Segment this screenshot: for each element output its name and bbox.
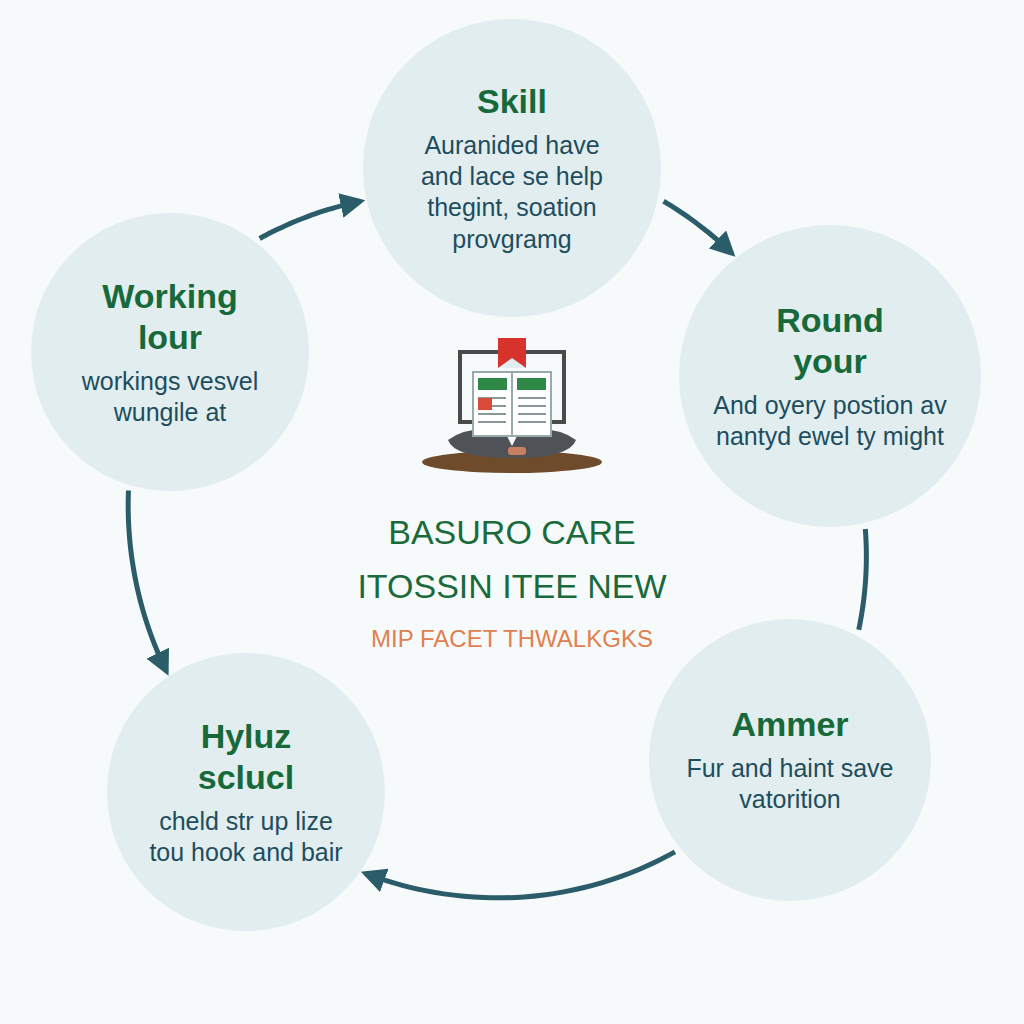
circle-heading: Hyluz sclucl [161, 716, 331, 798]
circle-body: Auranided have and lace se help thegint,… [404, 130, 619, 255]
circle-body: cheld str up lize tou hook and bair [141, 806, 351, 869]
bookmark-notch [498, 358, 526, 368]
newspaper-fold [511, 372, 513, 436]
newspaper [473, 372, 551, 436]
circle-body: Fur and haint save vatorition [670, 753, 910, 816]
circle-heading: Round your [755, 300, 905, 382]
circle-heading: Working lour [85, 276, 255, 358]
cycle-circle: Working lour workings vesvel wungile at [31, 213, 308, 490]
cycle-arrow [260, 201, 361, 238]
cycle-circle: SkillAuranided have and lace se help the… [363, 19, 661, 317]
circle-content: Working lour workings vesvel wungile at [65, 276, 275, 428]
center-caption: MIP FACET THWALKGKS [312, 625, 712, 654]
cycle-arrow [366, 852, 675, 898]
bookmark [498, 338, 526, 368]
newspaper-photo [478, 398, 492, 410]
newspaper-lines [478, 398, 546, 422]
circle-content: AmmerFur and haint save vatorition [670, 704, 910, 815]
cycle-circle: Round yourAnd oyery postion av nantyd ew… [679, 225, 981, 527]
cycle-arrow [128, 491, 166, 672]
circle-content: Round yourAnd oyery postion av nantyd ew… [710, 300, 950, 452]
newspaper-header [478, 378, 507, 390]
center-title: BASURO CARE ITOSSIN ITEE NEW [327, 505, 697, 614]
circle-heading: Ammer [690, 704, 890, 745]
cycle-circle: AmmerFur and haint save vatorition [649, 619, 932, 902]
circle-body: And oyery postion av nantyd ewel ty migh… [710, 390, 950, 453]
circle-content: SkillAuranided have and lace se help the… [402, 81, 622, 255]
newspaper-header [517, 378, 546, 390]
circle-heading: Skill [402, 81, 622, 122]
person-hand [508, 447, 526, 455]
circle-content: Hyluz sclucl cheld str up lize tou hook a… [141, 716, 351, 868]
cycle-arrow [859, 529, 867, 630]
cycle-circle: Hyluz sclucl cheld str up lize tou hook a… [107, 653, 384, 930]
circle-body: workings vesvel wungile at [65, 366, 275, 429]
cycle-arrow [664, 201, 732, 253]
